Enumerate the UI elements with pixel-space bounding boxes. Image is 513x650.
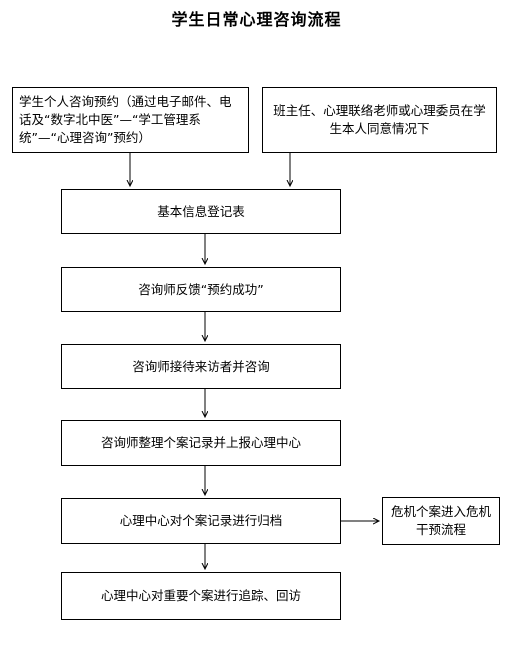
crisis-box: 危机个案进入危机干预流程 bbox=[382, 497, 500, 545]
archive-box: 心理中心对个案记录进行归档 bbox=[61, 498, 341, 544]
registration-text: 基本信息登记表 bbox=[157, 203, 245, 219]
archive-text: 心理中心对个案记录进行归档 bbox=[119, 513, 283, 528]
reception-text: 咨询师接待来访者并咨询 bbox=[132, 358, 270, 374]
staff-referral-box: 班主任、心理联络老师或心理委员在学生本人同意情况下 bbox=[262, 87, 497, 153]
feedback-box: 咨询师反馈“预约成功” bbox=[61, 267, 341, 312]
record-report-box: 咨询师整理个案记录并上报心理中心 bbox=[61, 420, 341, 466]
staff-referral-text: 班主任、心理联络老师或心理委员在学生本人同意情况下 bbox=[273, 103, 486, 136]
crisis-text: 危机个案进入危机干预流程 bbox=[391, 504, 492, 537]
feedback-text: 咨询师反馈“预约成功” bbox=[138, 281, 264, 297]
student-booking-text: 学生个人咨询预约（通过电子邮件、电话及“数字北中医”—“学工管理系统”—“心理咨… bbox=[19, 94, 232, 145]
follow-up-text: 心理中心对重要个案进行追踪、回访 bbox=[100, 588, 301, 603]
follow-up-box: 心理中心对重要个案进行追踪、回访 bbox=[61, 572, 341, 620]
page-title: 学生日常心理咨询流程 bbox=[171, 10, 342, 29]
student-booking-box: 学生个人咨询预约（通过电子邮件、电话及“数字北中医”—“学工管理系统”—“心理咨… bbox=[12, 87, 249, 153]
registration-box: 基本信息登记表 bbox=[61, 189, 341, 234]
reception-box: 咨询师接待来访者并咨询 bbox=[61, 344, 341, 389]
record-report-text: 咨询师整理个案记录并上报心理中心 bbox=[100, 435, 301, 450]
